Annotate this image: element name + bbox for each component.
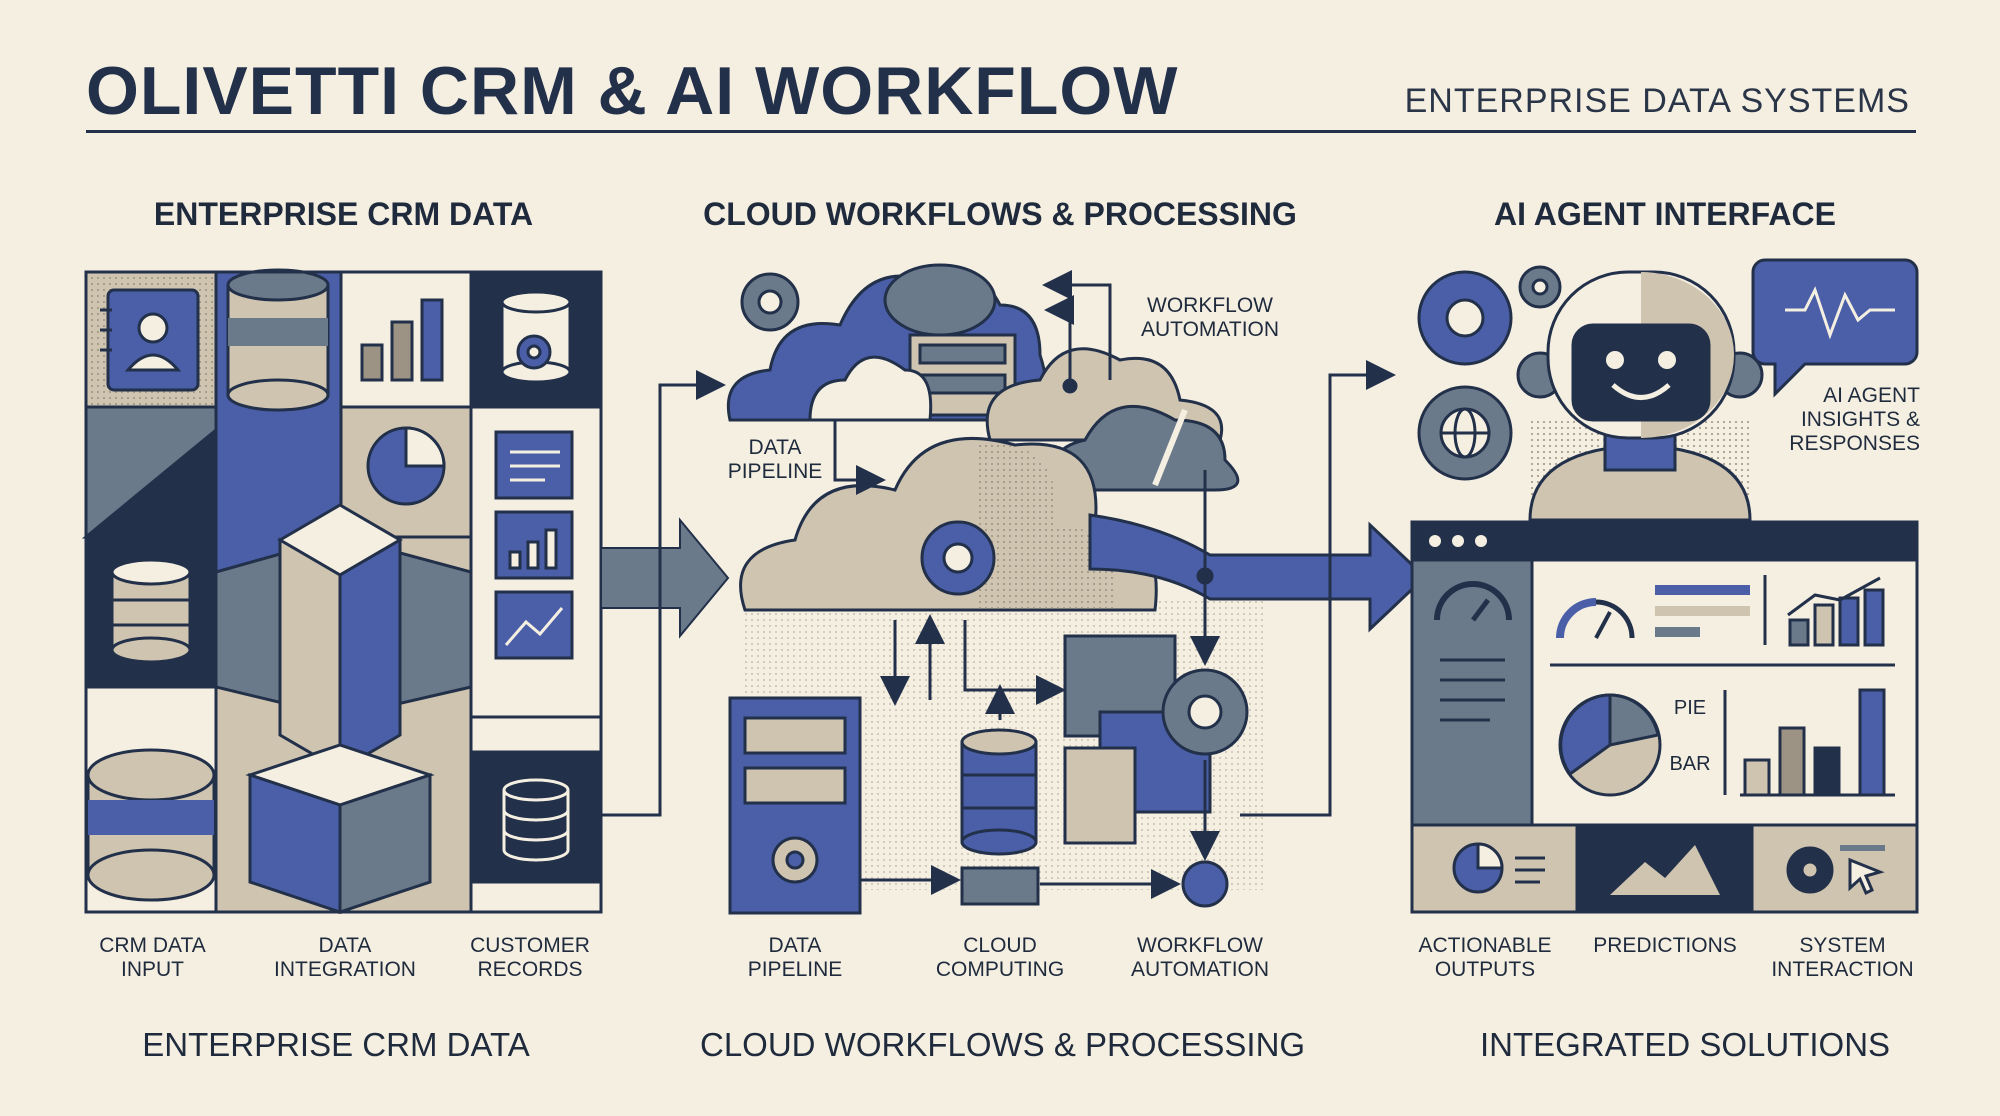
workflow-automation-label: WORKFLOW AUTOMATION <box>1130 934 1270 981</box>
cloud-computing-label: CLOUD COMPUTING <box>935 934 1065 981</box>
system-interaction-label: SYSTEM INTERACTION <box>1771 934 1914 981</box>
document-list-icon <box>494 430 574 500</box>
data-integration-label: DATA INTEGRATION <box>274 934 416 981</box>
ai-insights-callout: AI AGENT INSIGHTS & RESPONSES <box>1789 384 1920 455</box>
horizontal-bars-icon <box>1655 585 1750 637</box>
contacts-book-icon <box>100 288 200 392</box>
trend-line-icon <box>494 590 574 660</box>
insights-speech-bubble-icon <box>1751 258 1919 398</box>
crm-section-heading: ENTERPRISE CRM DATA <box>153 196 534 232</box>
bar-chart-icon <box>360 298 444 382</box>
pie-chart-widget <box>1558 693 1662 797</box>
cloud-workflow-area <box>726 263 1428 915</box>
settings-cursor-icon <box>1786 845 1885 896</box>
database-cylinder-icon <box>226 268 330 412</box>
dashboard-gauge-icon <box>1556 598 1635 639</box>
server-stack-icon <box>502 778 570 862</box>
trend-bars-icon <box>1787 576 1885 647</box>
flow-swoosh-arrow <box>1088 513 1428 633</box>
actionable-outputs-label: ACTIONABLE OUTPUTS <box>1418 934 1552 981</box>
processing-gear-icon <box>1063 634 1249 845</box>
central-cloud-icon <box>739 437 1158 612</box>
large-gear-icon <box>1417 270 1513 366</box>
cloud-edit-icon <box>985 347 1240 492</box>
robot-agent-icon <box>1516 270 1764 530</box>
output-node <box>1181 860 1229 908</box>
page-title: OLIVETTI CRM & AI WORKFLOW <box>86 53 1179 129</box>
database-gear-icon <box>500 290 572 384</box>
dashboard-window <box>1410 520 1919 914</box>
tiny-gear-icon <box>1518 265 1562 309</box>
globe-gear-icon <box>1417 385 1513 481</box>
speed-gauge-icon <box>1434 581 1512 622</box>
small-gear-icon <box>740 272 800 332</box>
report-bars-icon <box>494 510 574 580</box>
ai-section-heading: AI AGENT INTERFACE <box>1494 196 1836 232</box>
ai-section-footer: INTEGRATED SOLUTIONS <box>1479 1026 1891 1063</box>
cloud-section-heading: CLOUD WORKFLOWS & PROCESSING <box>703 196 1297 232</box>
data-pipeline-label: DATA PIPELINE <box>747 934 843 981</box>
database-icon <box>110 558 192 664</box>
pie-chart-icon <box>366 426 446 506</box>
pie-chart-label: PIE <box>1673 697 1707 719</box>
server-tower-icon <box>728 696 862 915</box>
page-subtitle: ENTERPRISE DATA SYSTEMS <box>1404 82 1910 120</box>
crm-to-cloud-arrows <box>600 370 730 817</box>
customer-records-label: CUSTOMER RECORDS <box>470 934 590 981</box>
data-pipeline-callout: DATA PIPELINE <box>727 436 823 483</box>
workflow-automation-callout: WORKFLOW AUTOMATION <box>1140 294 1280 341</box>
cloud-section-footer: CLOUD WORKFLOWS & PROCESSING <box>700 1026 1306 1063</box>
header-divider <box>86 130 1916 133</box>
cloud-server-icon <box>726 263 1048 422</box>
ai-agent-area <box>1410 258 1919 914</box>
cloud-database-icon <box>960 728 1040 906</box>
crm-section-footer: ENTERPRISE CRM DATA <box>142 1026 530 1063</box>
data-cylinder-icon <box>86 748 216 902</box>
crm-data-input-label: CRM DATA INPUT <box>99 934 206 981</box>
crm-mosaic <box>81 268 603 915</box>
output-pie-icon <box>1452 842 1545 894</box>
bar-chart-label: BAR <box>1669 753 1711 775</box>
mountain-chart-icon <box>1610 845 1720 895</box>
predictions-label: PREDICTIONS <box>1593 934 1737 957</box>
